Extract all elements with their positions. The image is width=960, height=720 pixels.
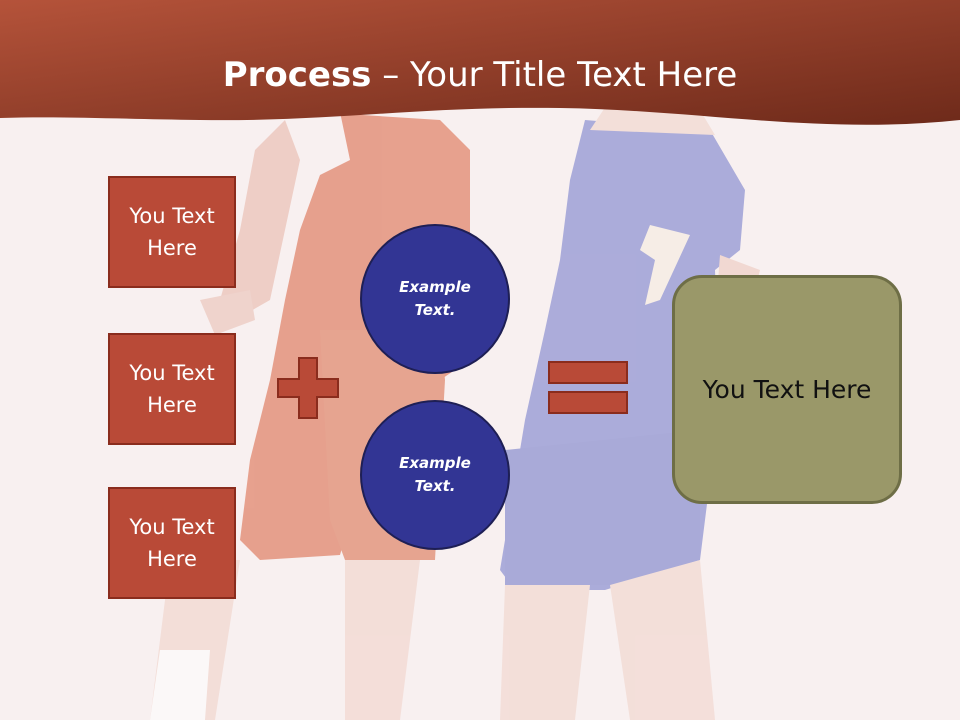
result-box-label: You Text Here xyxy=(702,375,872,404)
slide-title: Process – Your Title Text Here xyxy=(0,52,960,98)
input-box-label: You Text Here xyxy=(129,515,215,571)
plus-icon xyxy=(277,357,339,419)
title-bold: Process xyxy=(222,55,372,95)
input-box-2[interactable]: You Text Here xyxy=(108,333,236,445)
header-band xyxy=(0,0,960,125)
input-box-label: You Text Here xyxy=(129,204,215,260)
equals-icon xyxy=(548,361,628,414)
input-box-3[interactable]: You Text Here xyxy=(108,487,236,599)
example-circle-label: Example Text. xyxy=(399,454,471,495)
example-circle-1[interactable]: Example Text. xyxy=(360,224,510,374)
title-rest: – Your Title Text Here xyxy=(371,55,738,95)
input-box-1[interactable]: You Text Here xyxy=(108,176,236,288)
example-circle-label: Example Text. xyxy=(399,278,471,319)
result-box[interactable]: You Text Here xyxy=(672,275,902,504)
input-box-label: You Text Here xyxy=(129,361,215,417)
example-circle-2[interactable]: Example Text. xyxy=(360,400,510,550)
